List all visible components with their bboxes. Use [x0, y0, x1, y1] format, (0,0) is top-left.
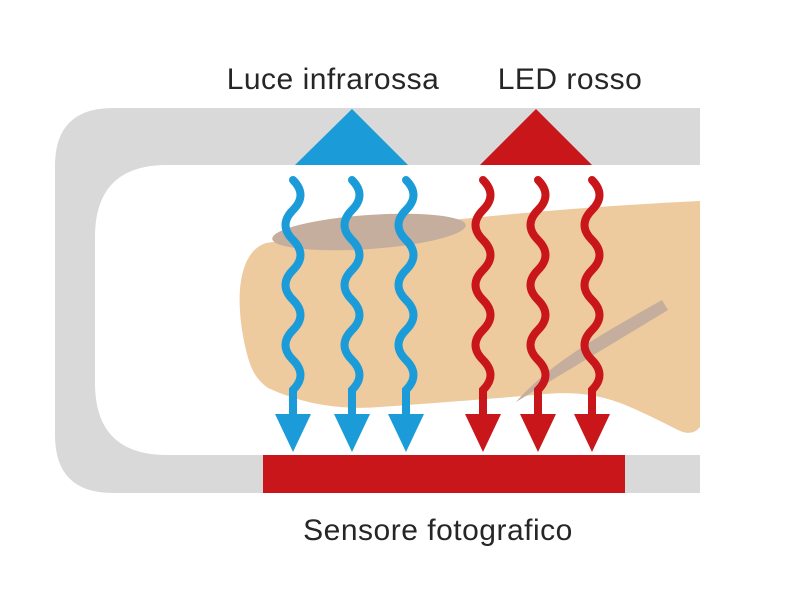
red-wave-arrow [465, 176, 501, 452]
knuckle-crease [516, 300, 668, 402]
photo-sensor-bar [263, 455, 625, 493]
infrared-wave-arrow [388, 176, 424, 452]
finger-illustration [239, 201, 700, 433]
fingernail [272, 213, 466, 251]
infrared-wave-arrow [275, 176, 311, 452]
red-arrowhead-icon [520, 414, 556, 452]
red-wave-arrow [574, 176, 610, 452]
red-wave-line [526, 176, 550, 420]
infrared-arrowhead-icon [275, 414, 311, 452]
infrared-wave-line [281, 176, 305, 420]
infrared-wave-line [394, 176, 418, 420]
label-photo-sensor: Sensore fotografico [303, 514, 573, 547]
infrared-arrowhead-icon [388, 414, 424, 452]
red-arrowhead-icon [465, 414, 501, 452]
red-arrowhead-icon [574, 414, 610, 452]
finger-body [239, 201, 700, 433]
red-led-emitter-triangle [480, 109, 592, 165]
infrared-wave-line [340, 176, 364, 420]
label-red-led: LED rosso [498, 63, 643, 96]
label-infrared-light: Luce infrarossa [227, 63, 440, 96]
red-wave-line [580, 176, 604, 420]
infrared-wave-arrow [334, 176, 370, 452]
red-wave-line [471, 176, 495, 420]
infrared-emitter-triangle [295, 109, 408, 165]
red-wave-arrow [520, 176, 556, 452]
infrared-arrowhead-icon [334, 414, 370, 452]
